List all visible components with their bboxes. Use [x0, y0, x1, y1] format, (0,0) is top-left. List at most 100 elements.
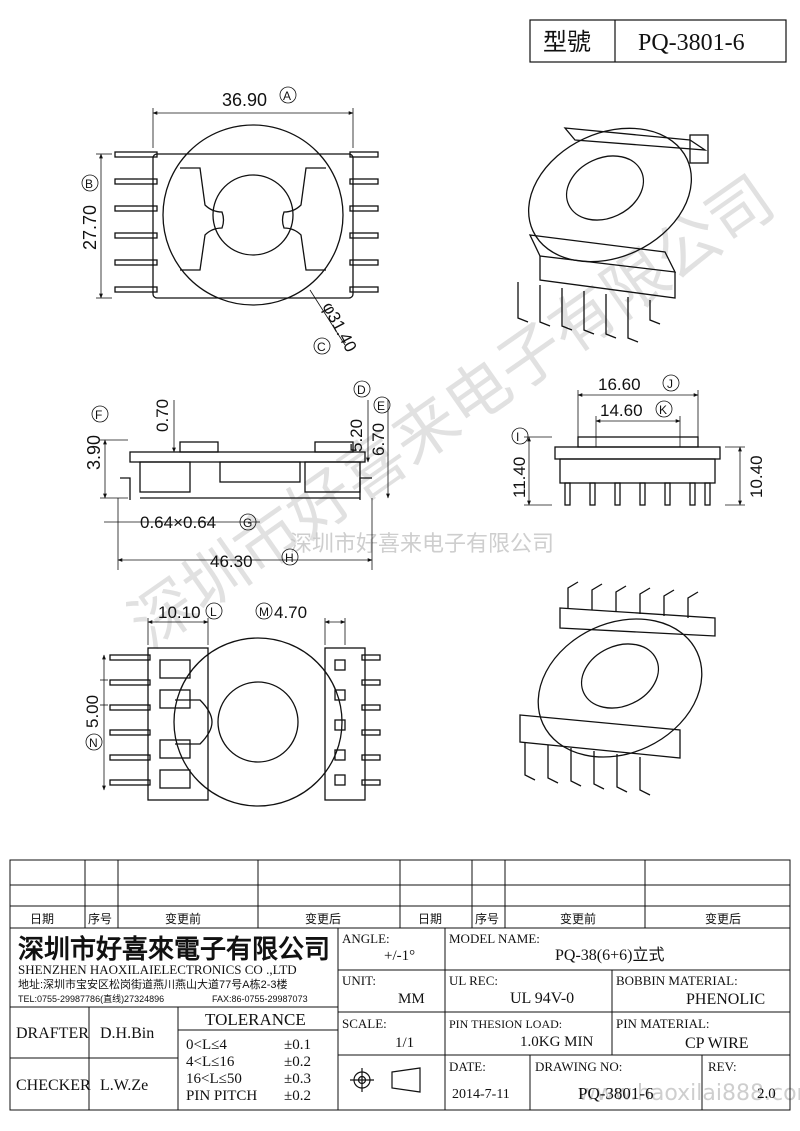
end-view-dimensions [511, 374, 745, 506]
angle-value: +/-1° [384, 948, 415, 964]
rev-header-after-right: 变更后 [705, 911, 741, 926]
company-address: 地址:深圳市宝安区松岗街道燕川燕山大道77号A栋2-3楼 [18, 977, 288, 991]
company-name-en: SHENZHEN HAOXILAIELECTRONICS CO .,LTD [18, 962, 297, 977]
dim-circle-i: I [516, 430, 519, 444]
tolerance-label: TOLERANCE [205, 1010, 306, 1029]
isometric-view-top [517, 127, 709, 343]
rev-header-before-right: 变更前 [560, 911, 596, 926]
model-value: PQ-38(6+6)立式 [555, 946, 664, 964]
dim-circle-c: C [317, 340, 326, 354]
top-view [114, 124, 379, 306]
dim-circle-n: N [89, 736, 98, 750]
top-view-right-pins [349, 151, 379, 293]
dim-circle-f: F [95, 408, 102, 422]
load-value: 1.0KG MIN [520, 1034, 593, 1050]
dim-circle-j: J [667, 377, 673, 391]
top-view-left-pins [114, 151, 158, 293]
dim-side-small: 0.70 [153, 399, 172, 432]
isometric-bottom-pins-bottom [524, 742, 651, 796]
checker-label: CHECKER [16, 1077, 91, 1094]
bobbin-value: PHENOLIC [686, 991, 765, 1008]
tol-range-1: 0<L≤4 [186, 1037, 227, 1053]
tol-range-2: 4<L≤16 [186, 1054, 235, 1070]
company-tel: TEL:0755-29987786(直线)27324896 [18, 993, 164, 1004]
dim-circle-a: A [283, 89, 291, 103]
scale-label: SCALE: [342, 1016, 387, 1031]
dim-m: 4.70 [274, 603, 307, 622]
title-box [529, 19, 787, 63]
isometric-bottom-pins-top [567, 581, 699, 618]
checker-value: L.W.Ze [100, 1077, 148, 1094]
drafter-label: DRAFTER [16, 1025, 89, 1042]
dim-circle-l: L [210, 605, 217, 619]
load-label: PIN THESION LOAD: [449, 1017, 562, 1031]
dim-i: 11.40 [510, 457, 529, 498]
dim-g: 0.64×0.64 [140, 513, 216, 532]
unit-value: MM [398, 991, 425, 1007]
dim-circle-k: K [659, 403, 667, 417]
dim-a: 36.90 [222, 90, 267, 110]
tol-value-4: ±0.2 [284, 1088, 311, 1104]
ul-label: UL REC: [449, 973, 498, 988]
bobbin-label: BOBBIN MATERIAL: [616, 973, 738, 988]
rev-header-date-right: 日期 [418, 912, 442, 926]
rev-label: REV: [708, 1059, 737, 1074]
dim-end-right: 10.40 [747, 455, 766, 498]
tol-value-2: ±0.2 [284, 1054, 311, 1070]
dim-circle-d: D [357, 383, 366, 397]
date-label: DATE: [449, 1059, 486, 1074]
dim-circle-m: M [259, 605, 269, 619]
isometric-view-bottom [519, 581, 716, 796]
date-value: 2014-7-11 [452, 1087, 510, 1102]
angle-label: ANGLE: [342, 931, 390, 946]
watermark-horizontal: 深圳市好喜来电子有限公司 [290, 532, 554, 557]
model-label: MODEL NAME: [449, 931, 540, 946]
drawing-value: PQ-3801-6 [578, 1084, 654, 1103]
dim-circle-b: B [85, 177, 93, 191]
bottom-view-slots [159, 659, 346, 789]
dim-circle-g: G [243, 516, 252, 530]
title-box-model: PQ-3801-6 [638, 30, 745, 56]
rev-header-before-left: 变更前 [165, 911, 201, 926]
watermark-site: www.haoxilai888.com [578, 1081, 800, 1106]
end-view-pins [564, 482, 711, 506]
dim-b: 27.70 [80, 205, 100, 250]
scale-value: 1/1 [395, 1035, 414, 1051]
title-box-label: 型號 [543, 29, 591, 56]
projection-symbol [350, 1067, 421, 1093]
dim-circle-e: E [377, 399, 385, 413]
ul-value: UL 94V-0 [510, 990, 574, 1007]
side-view-dimensions [91, 380, 391, 570]
tol-range-4: PIN PITCH [186, 1088, 257, 1104]
pin-label: PIN MATERIAL: [616, 1016, 710, 1031]
dim-circle-h: H [285, 551, 294, 565]
tol-value-3: ±0.3 [284, 1071, 311, 1087]
dim-j: 16.60 [598, 375, 641, 394]
top-view-dimensions [81, 86, 354, 355]
title-block-grid [9, 927, 791, 1111]
bottom-view [109, 637, 381, 807]
dim-d: 5.20 [347, 419, 366, 452]
company-name-cn: 深圳市好喜來電子有限公司 [18, 934, 330, 964]
rev-header-seq-left: 序号 [88, 911, 112, 926]
rev-header-date-left: 日期 [30, 912, 54, 926]
pin-value: CP WIRE [685, 1035, 749, 1052]
dim-h: 46.30 [210, 552, 253, 571]
rev-value: 2.0 [757, 1086, 776, 1102]
dim-e: 6.70 [369, 423, 388, 456]
dim-l: 10.10 [158, 603, 201, 622]
tol-value-1: ±0.1 [284, 1037, 311, 1053]
dim-n: 5.00 [83, 695, 102, 728]
unit-label: UNIT: [342, 973, 376, 988]
drawing-label: DRAWING NO: [535, 1059, 622, 1074]
rev-header-after-left: 变更后 [305, 911, 341, 926]
bottom-view-right-pins [361, 654, 381, 786]
dim-k: 14.60 [600, 401, 643, 420]
side-view [120, 441, 372, 500]
revision-table [9, 859, 791, 929]
company-fax: FAX:86-0755-29987073 [212, 994, 308, 1004]
dim-f: 3.90 [84, 435, 104, 470]
drafter-value: D.H.Bin [100, 1025, 154, 1042]
rev-header-seq-right: 序号 [475, 911, 499, 926]
